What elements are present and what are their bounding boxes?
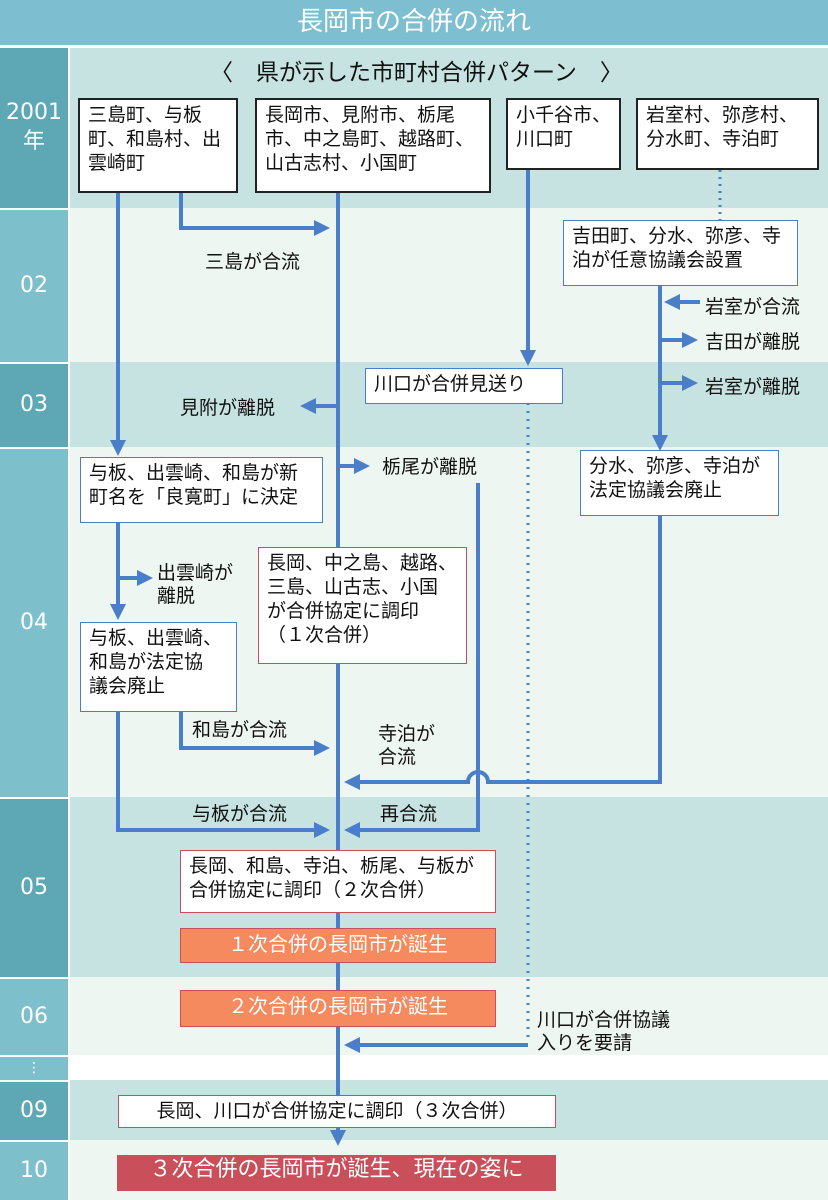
box-first-born: １次合併の長岡市が誕生 [180,928,496,963]
label-teradomari-join: 寺泊が 合流 [378,723,436,768]
year-10: 10 [0,1142,68,1200]
box-group4: 岩室村、弥彦村、 分水町、寺泊町 [636,98,819,170]
label-kawaguchi-request: 川口が合併協議 入りを要請 [537,1009,671,1054]
box-first-sign: 長岡、中之島、越路、 三島、山古志、小国 が合併協定に調印 （１次合併） [258,547,467,664]
line-yoita-join [116,712,330,838]
label-iwamuro-join: 岩室が合流 [705,296,801,318]
line-mishima-join [179,193,330,236]
label-rejoin: 再合流 [380,803,438,825]
year-ellipsis: ⋮ [0,1057,68,1080]
year-02: 02 [0,210,68,362]
box-bunsui-abolish: 分水、弥彦、寺泊が 法定協議会廃止 [580,450,779,516]
box-second-born: ２次合併の長岡市が誕生 [180,990,496,1027]
year-2001: 2001 年 [0,48,68,208]
box-ryokan: 与板、出雲崎、和島が新 町名を「良寛町」に決定 [80,457,323,523]
box-second-sign: 長岡、和島、寺泊、栃尾、与板が 合併協定に調印（２次合併） [180,850,496,913]
diagram-title: 長岡市の合併の流れ [0,0,828,45]
box-yoshida: 吉田町、分水、弥彦、寺 泊が任意協議会設置 [563,220,798,286]
box-group2: 長岡市、見附市、栃尾 市、中之島町、越路町、 山古志村、小国町 [255,98,491,193]
line-washima-join [179,712,330,756]
line-tochio-rejoin [344,483,480,838]
box-group3: 小千谷市、 川口町 [506,98,621,170]
label-izumozaki-leave: 出雲崎が 離脱 [157,562,234,607]
box-yoita-abolish: 与板、出雲崎、 和島が法定協 議会廃止 [80,622,237,712]
label-mitsuke-leave: 見附が離脱 [180,397,276,419]
box-third-sign: 長岡、川口が合併協定に調印（３次合併） [118,1095,556,1128]
box-group1: 三島町、与板 町、和島村、出 雲崎町 [78,98,238,193]
label-mishima-join: 三島が合流 [205,251,301,273]
box-kawaguchi-skip: 川口が合併見送り [365,368,563,404]
label-tochio-leave: 栃尾が離脱 [382,456,478,478]
box-third-born: ３次合併の長岡市が誕生、現在の姿に [117,1155,556,1191]
year-09: 09 [0,1082,68,1140]
year-06: 06 [0,979,68,1055]
label-yoshida-leave: 吉田が離脱 [705,331,801,353]
label-washima-join: 和島が合流 [192,719,288,741]
year-03: 03 [0,364,68,447]
year-05: 05 [0,799,68,977]
line-teradomari-join [344,515,662,790]
label-yoita-join: 与板が合流 [192,803,288,825]
label-iwamuro-leave: 岩室が離脱 [705,376,801,398]
row-gap [70,1055,828,1080]
subtitle: 〈 県が示した市町村合併パターン 〉 [210,60,623,86]
year-04: 04 [0,449,68,797]
